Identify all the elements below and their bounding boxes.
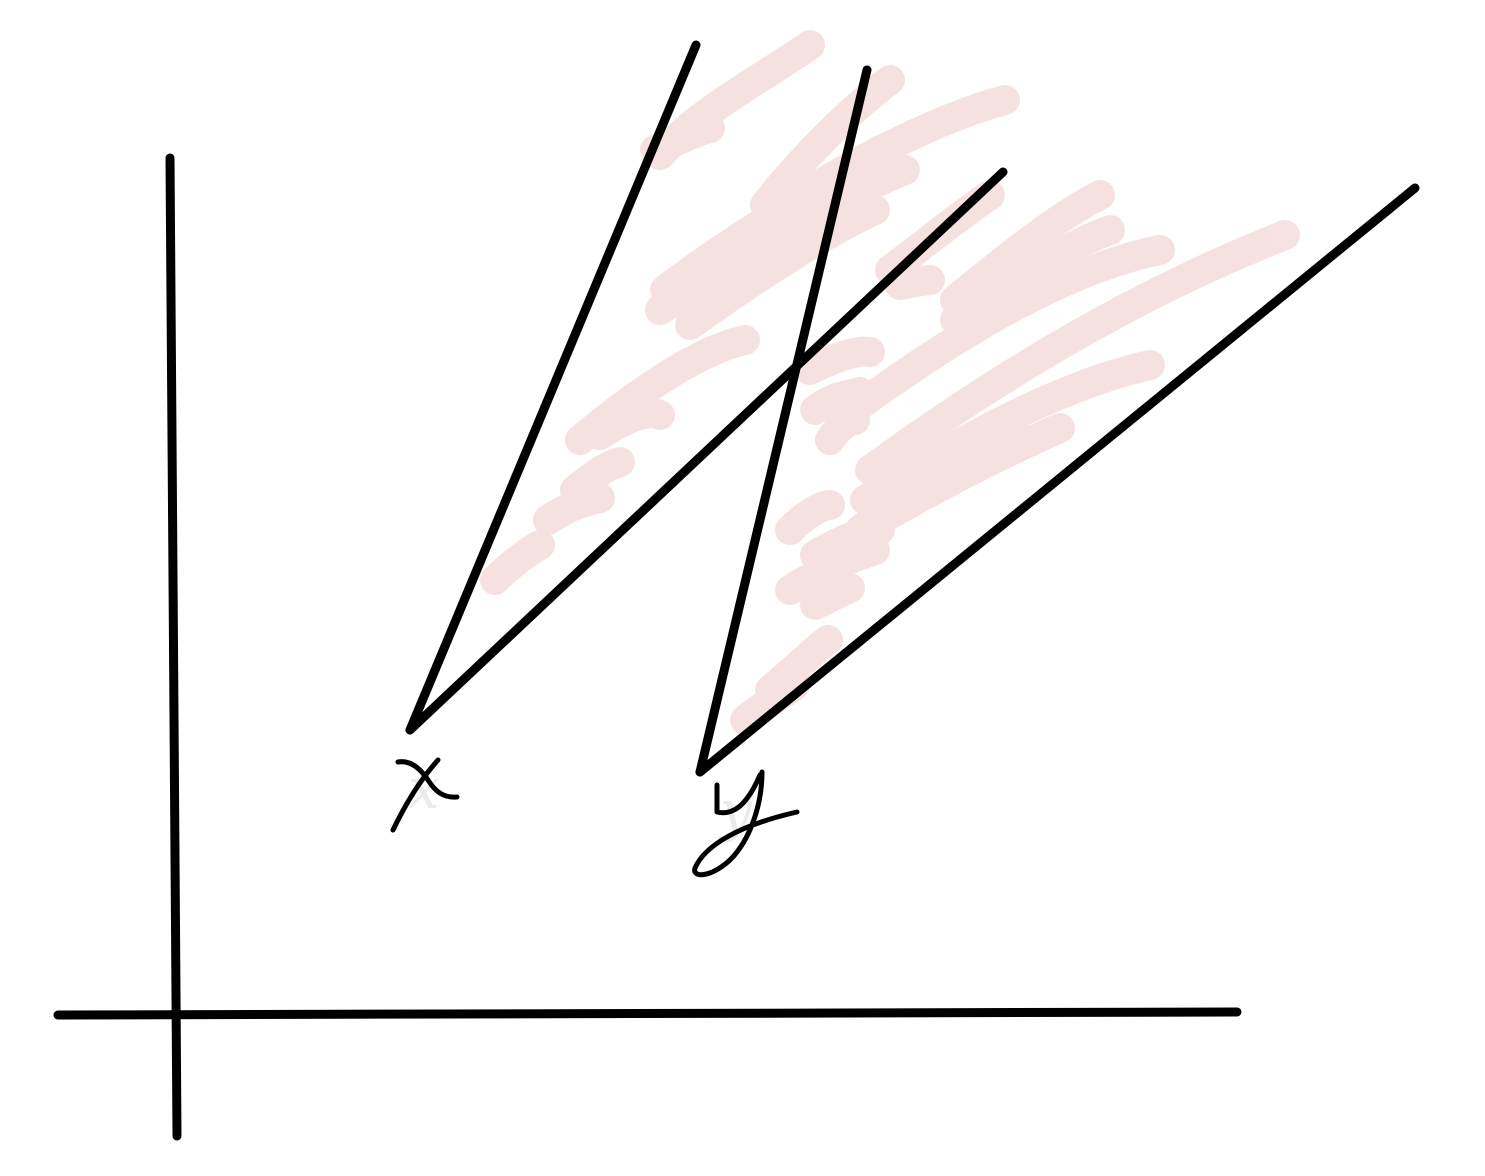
- hatch-stroke: [795, 336, 885, 385]
- hatch-stroke: [755, 85, 1020, 230]
- hatch-stroke: [885, 265, 945, 300]
- hatch-stroke: [533, 483, 615, 535]
- hatch-stroke: [940, 215, 1125, 335]
- hatch-stroke: [565, 325, 760, 455]
- point-x-label: x: [408, 757, 440, 822]
- hatch-stroke: [940, 180, 1115, 315]
- hatch-stroke: [650, 135, 895, 305]
- hatch-stroke: [585, 398, 675, 450]
- horizontal-axis: [53, 1007, 1242, 1020]
- hatch-stroke: [850, 350, 1165, 515]
- hatch-stroke: [640, 113, 725, 165]
- cone-x-lower-ray: [405, 167, 1008, 735]
- hatch-stroke: [645, 30, 825, 170]
- hatch-stroke: [480, 530, 555, 595]
- hatch-stroke: [800, 515, 895, 570]
- label-y-glyph: [692, 769, 800, 878]
- point-y-label: y: [717, 779, 753, 844]
- hatch-stroke: [730, 670, 810, 735]
- hatch-stroke: [675, 195, 890, 340]
- cone-x-upper-ray: [405, 40, 701, 735]
- hatch-stroke: [845, 425, 1045, 545]
- label-x-glyph: [390, 757, 460, 833]
- hatch-stroke: [645, 155, 920, 325]
- hatch-stroke: [855, 220, 1300, 485]
- hatch-stroke: [845, 235, 1175, 420]
- hatch-stroke: [750, 65, 905, 220]
- cone-y-lower-ray: [695, 183, 1420, 777]
- hatch-stroke: [775, 535, 890, 605]
- hatch-stroke: [800, 377, 875, 425]
- hatch-stroke: [560, 447, 635, 505]
- cone-y-upper-ray: [695, 65, 872, 777]
- hatch-stroke: [775, 490, 845, 545]
- hatch-stroke: [815, 405, 870, 455]
- hatch-stroke: [865, 413, 1075, 535]
- shaded-region: [480, 30, 1300, 735]
- hatch-stroke: [800, 573, 865, 620]
- hatch-stroke: [755, 625, 843, 705]
- vertical-axis: [165, 153, 182, 1141]
